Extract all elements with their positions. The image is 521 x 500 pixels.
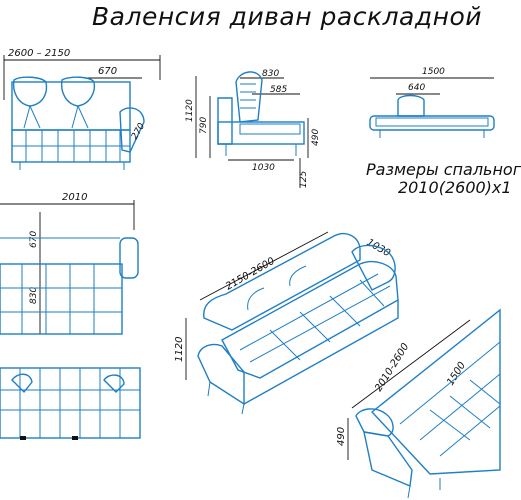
dim-side-height: 1120 [185,99,195,122]
dim-front-half: 670 [98,66,117,77]
dim-front-width: 2600 – 2150 [8,48,70,59]
dim-front-arm: 270 [130,121,147,141]
dim-top-depth1: 670 [29,231,39,248]
dim-top-width: 2010 [62,192,87,203]
top-arm [119,237,139,279]
dim-open-part: 640 [408,83,425,93]
page-title: Валенсия диван раскладной [92,2,483,31]
front-view: 2600 – 2150 670 270 [3,48,161,170]
open-side-view: 1500 640 [369,67,495,138]
dim-open-depth: 1500 [422,67,445,77]
dim-side-seat-height: 790 [199,117,209,134]
dim-side-arm-height: 490 [311,129,321,146]
side-view: 830 585 1120 790 490 1030 125 [185,69,321,188]
caption-line-1: Размеры спальног [366,160,521,179]
dim-open-iso-height: 490 [336,427,347,446]
top-seat [0,263,123,335]
dim-iso-height: 1120 [174,337,185,362]
dim-side-leg: 125 [299,171,309,188]
iso-arm-left [197,343,245,406]
iso-open-arm [355,408,394,437]
front-pillow-1 [12,76,48,107]
dim-side-seat: 585 [270,85,287,95]
iso-arm-right [351,244,396,291]
dim-top-depth2: 830 [29,287,39,304]
side-seat-body [217,121,305,145]
open-back-cushion [397,94,425,117]
front-arm [119,107,145,153]
dim-iso-width: 2150-2600 [224,256,277,293]
iso-seat [221,260,399,379]
dim-iso-depth: 1030 [365,237,393,259]
front-pillow-2 [60,76,96,107]
drawing-canvas: 2600 – 2150 670 270 830 585 [0,48,501,499]
top-view: 2010 670 830 [0,192,139,335]
bottom-left-view [0,367,141,440]
side-back-cushion [235,71,263,123]
iso-closed-view: 2150-2600 1030 1120 [174,231,399,415]
bl-body [0,367,141,439]
dim-side-base: 1030 [252,163,275,173]
open-bed [369,115,495,131]
iso-backrest [203,232,361,331]
iso-open-bed [370,308,501,475]
dim-side-depth: 830 [262,69,279,79]
side-back-frame [217,97,233,145]
caption-line-2: 2010(2600)х1 [398,178,512,197]
